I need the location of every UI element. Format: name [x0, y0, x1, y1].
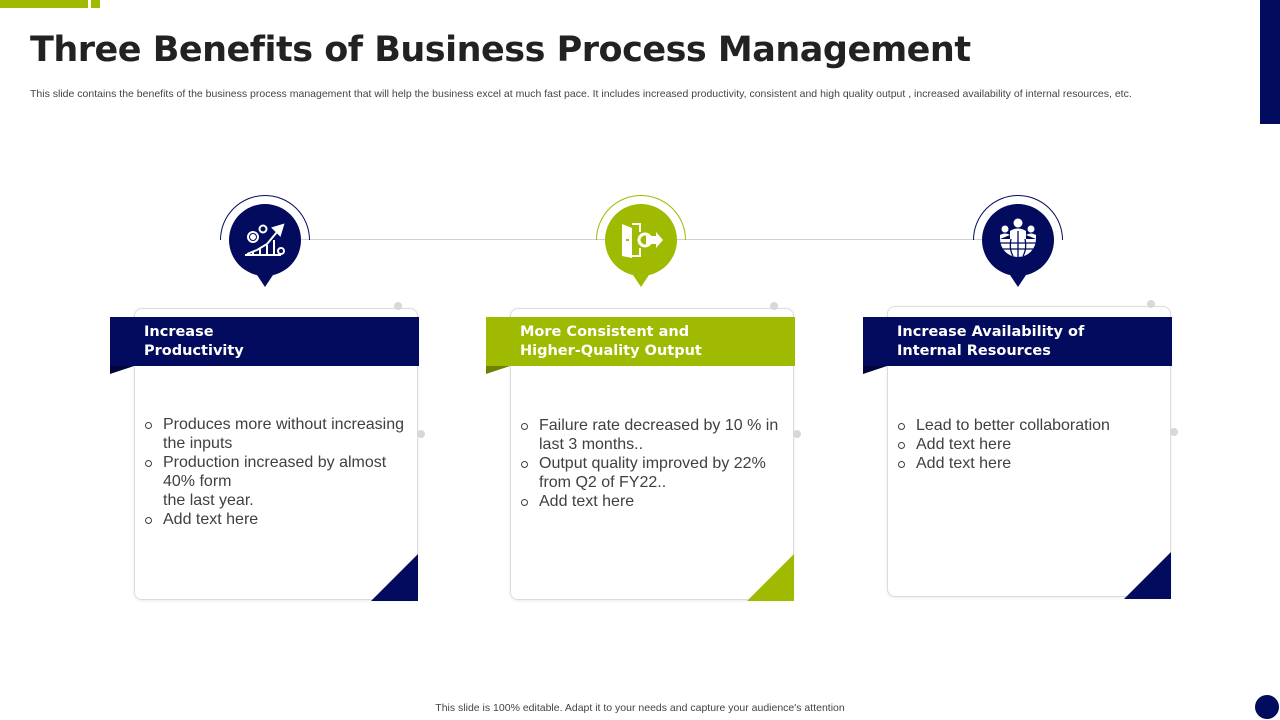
bullet-list: Failure rate decreased by 10 % in last 3… [521, 416, 791, 511]
decorative-knob [1147, 300, 1155, 308]
pin-productivity [220, 195, 310, 287]
corner-triangle [1124, 552, 1171, 599]
decorative-knob [770, 302, 778, 310]
bullet-list: Produces more without increasing the inp… [145, 415, 415, 529]
card-header: More Consistent and Higher-Quality Outpu… [486, 317, 795, 366]
decorative-knob [1170, 428, 1178, 436]
bullet-item: Add text here [145, 510, 415, 529]
bullet-item: Add text here [898, 454, 1168, 473]
door-exit-gear-icon [605, 204, 677, 276]
side-accent-bar [1260, 0, 1280, 124]
pin-resources [973, 195, 1063, 287]
team-globe-icon [982, 204, 1054, 276]
bullet-item: Add text here [521, 492, 791, 511]
benefit-card-resources: Increase Availability of Internal Resour… [863, 300, 1178, 601]
slide-subtitle: This slide contains the benefits of the … [30, 88, 1132, 100]
bullet-item: Lead to better collaboration [898, 416, 1168, 435]
corner-triangle [747, 554, 794, 601]
bullet-item: Output quality improved by 22% from Q2 o… [521, 454, 791, 492]
benefit-card-productivity: Increase Productivity Produces more with… [110, 302, 425, 603]
card-title-line1: Increase [144, 324, 214, 340]
bullet-list: Lead to better collaboration Add text he… [898, 416, 1168, 473]
header-fold [110, 366, 134, 374]
bullet-item: Production increased by almost 40% form [145, 453, 415, 491]
card-header: Increase Productivity [110, 317, 419, 366]
bullet-item: Add text here [898, 435, 1168, 454]
bullet-item-continuation: the last year. [163, 492, 254, 509]
card-title-line1: More Consistent and [520, 324, 690, 340]
pin-quality [596, 195, 686, 287]
accent-bar-small [91, 0, 100, 8]
growth-chart-gears-icon [229, 204, 301, 276]
header-fold [863, 366, 887, 374]
header-fold [486, 366, 510, 374]
corner-triangle [371, 554, 418, 601]
slide-footer: This slide is 100% editable. Adapt it to… [435, 702, 845, 714]
card-title-line2: Productivity [144, 343, 244, 359]
bullet-item: Produces more without increasing the inp… [145, 415, 415, 453]
decorative-knob [417, 430, 425, 438]
card-title-line1: Increase Availability of [897, 324, 1085, 340]
decorative-knob [394, 302, 402, 310]
card-title-line2: Higher-Quality Output [520, 343, 702, 359]
corner-dot [1255, 695, 1279, 719]
slide-title: Three Benefits of Business Process Manag… [30, 30, 971, 70]
benefit-card-quality: More Consistent and Higher-Quality Outpu… [486, 302, 801, 603]
card-title-line2: Internal Resources [897, 343, 1051, 359]
bullet-item: Failure rate decreased by 10 % in last 3… [521, 416, 791, 454]
decorative-knob [793, 430, 801, 438]
accent-bar [0, 0, 88, 8]
card-header: Increase Availability of Internal Resour… [863, 317, 1172, 366]
